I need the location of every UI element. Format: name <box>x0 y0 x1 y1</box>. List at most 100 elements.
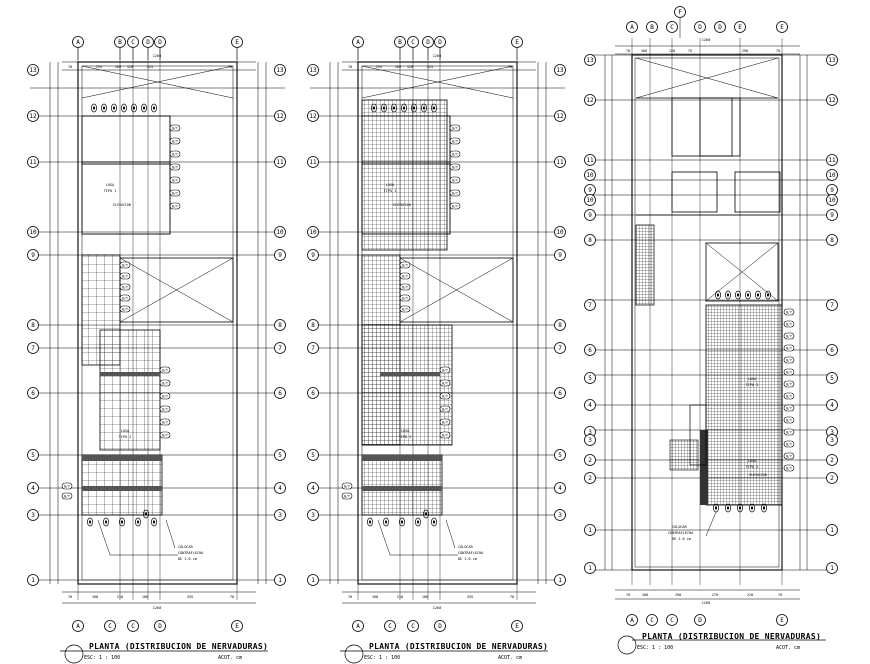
dim-value: 160 <box>641 49 647 53</box>
axis-label: 11 <box>276 159 284 166</box>
beam-tag: B/T <box>783 356 795 364</box>
right-axis-bubble: 10 <box>554 226 566 238</box>
bottom-axis-bubble: A <box>72 620 84 632</box>
beam-tag-box <box>119 305 131 313</box>
slab-label: LOSA <box>401 429 410 433</box>
right-axis-bubble: 3 <box>554 509 566 521</box>
axis-circle <box>27 574 39 586</box>
axis-circle <box>826 562 838 574</box>
beam-tag: B/T <box>783 368 795 376</box>
leader-line <box>705 511 717 537</box>
beam-tag: B/T <box>439 379 451 387</box>
beam-tag: B/T <box>783 464 795 472</box>
dim-value: 70 <box>68 595 72 599</box>
axis-circle <box>584 194 596 206</box>
axis-label: 8 <box>588 237 592 244</box>
beam-tag: B/T <box>439 405 451 413</box>
title-bubble <box>344 644 364 664</box>
left-axis-bubble: 1 <box>27 574 39 586</box>
left-axis-bubble: 9 <box>584 209 596 221</box>
beam-tag: B/T <box>783 416 795 424</box>
beam-tag-text: B/T <box>172 166 178 170</box>
right-axis-bubble: 12 <box>274 110 286 122</box>
axis-circle <box>584 344 596 356</box>
beam-tag-box <box>439 405 451 413</box>
joist-end-core <box>145 512 147 516</box>
axis-circle <box>154 620 166 632</box>
axis-circle <box>407 620 419 632</box>
axis-label: 13 <box>276 67 284 74</box>
right-axis-bubble: 7 <box>554 342 566 354</box>
beam-tag-text: B/T <box>442 369 448 373</box>
room-outline <box>699 97 741 157</box>
joist-end-core <box>153 520 155 524</box>
axis-label: 12 <box>586 97 594 104</box>
top-axis-bubble: E <box>231 36 243 48</box>
dim-total: 1260 <box>153 54 161 58</box>
axis-circle <box>307 482 319 494</box>
beam-tag-box <box>439 431 451 439</box>
axis-circle <box>826 372 838 384</box>
bottom-axis-bubble: C <box>646 614 658 626</box>
joist-end-core <box>113 106 115 110</box>
right-axis-bubble: 6 <box>554 387 566 399</box>
axis-label: 2 <box>588 475 592 482</box>
axis-circle <box>27 226 39 238</box>
axis-circle <box>27 249 39 261</box>
beam-tag-text: B/T <box>786 395 792 399</box>
beam-tag: B/T <box>783 392 795 400</box>
slab-label: TIPO 2 <box>399 435 412 439</box>
axis-label: 13 <box>29 67 37 74</box>
left-axis-bubble: 11 <box>27 156 39 168</box>
left-axis-bubble: 6 <box>27 387 39 399</box>
beam-tag-text: B/T <box>442 434 448 438</box>
right-axis-bubble: 1 <box>826 524 838 536</box>
left-axis-bubble: 9 <box>584 184 596 196</box>
elevation-label: ELEVACION <box>113 203 130 207</box>
axis-label: 8 <box>830 237 834 244</box>
axis-circle <box>127 620 139 632</box>
beam-tag: B/T <box>169 163 181 171</box>
axis-circle <box>274 64 286 76</box>
beam-tag-box <box>119 294 131 302</box>
axis-circle <box>584 472 596 484</box>
axis-circle <box>274 342 286 354</box>
axis-label: 6 <box>830 347 834 354</box>
axis-label: C <box>388 623 392 630</box>
axis-circle <box>114 36 126 48</box>
right-axis-bubble: 7 <box>826 299 838 311</box>
axis-circle <box>826 194 838 206</box>
dim-value: 180 <box>142 595 148 599</box>
dim-value: 70 <box>508 65 512 69</box>
axis-label: B <box>118 39 122 46</box>
axis-label: 5 <box>830 375 834 382</box>
left-axis-bubble: 7 <box>584 299 596 311</box>
joist-end <box>101 103 107 113</box>
dim-value: 270 <box>712 593 718 597</box>
room-outline <box>81 161 171 235</box>
axis-label: D <box>698 24 702 31</box>
rib-grid <box>361 324 453 446</box>
joist-end <box>135 517 141 527</box>
joist-end-core <box>425 512 427 516</box>
axis-circle <box>307 226 319 238</box>
beam-band <box>82 455 162 461</box>
axis-circle <box>307 156 319 168</box>
beam-tag: B/T <box>783 380 795 388</box>
axis-circle <box>407 36 419 48</box>
beam-tag-box <box>449 137 461 145</box>
joist-end-core <box>401 520 403 524</box>
beam-tag-text: B/T <box>452 127 458 131</box>
axis-circle <box>27 482 39 494</box>
beam-tag-box <box>783 392 795 400</box>
right-axis-bubble: 4 <box>826 399 838 411</box>
dim-value: 70 <box>626 593 630 597</box>
joist-end <box>749 503 755 513</box>
beam-tag: B/T <box>439 392 451 400</box>
axis-label: D <box>158 623 162 630</box>
dim-value: 435 <box>187 595 193 599</box>
axis-circle <box>422 36 434 48</box>
right-axis-bubble: 4 <box>554 482 566 494</box>
top-axis-bubble: D <box>434 36 446 48</box>
